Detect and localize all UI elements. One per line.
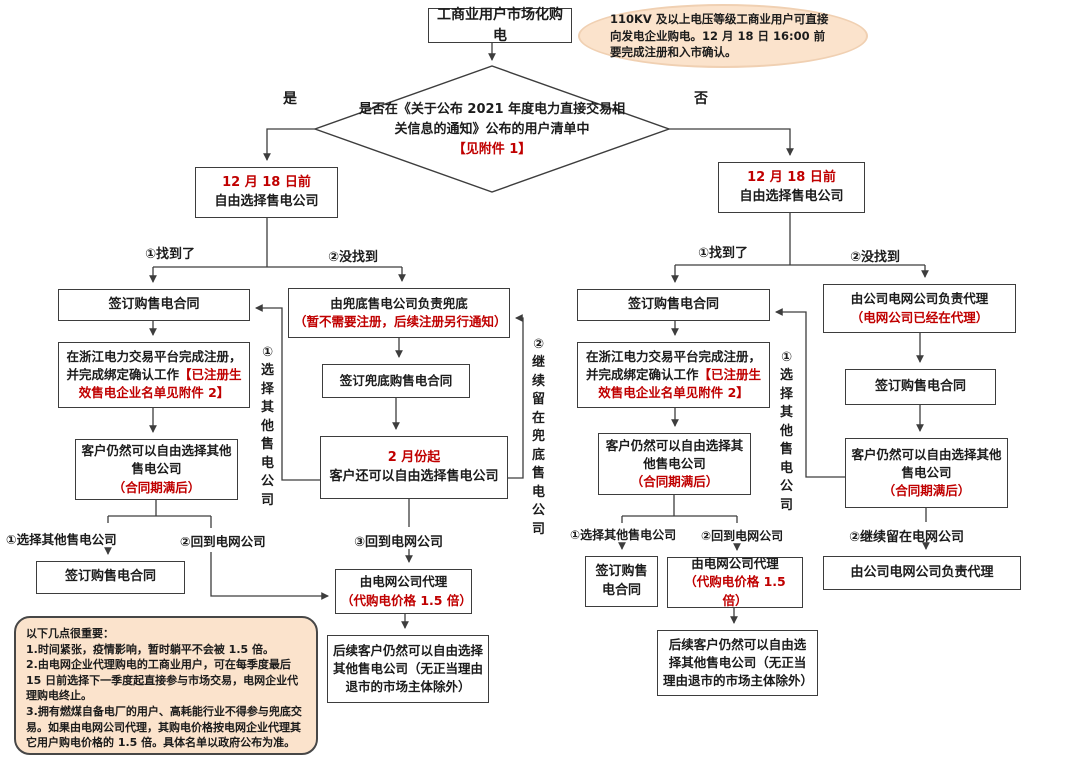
stay-grid-label: ②继续留在电网公司: [849, 530, 965, 545]
right-followup-box: 后续客户仍然可以自由选择其他售电公司（无正当理由退市的市场主体除外）: [657, 630, 818, 696]
company-agent2-text: 由公司电网公司负责代理: [850, 564, 994, 580]
right-choose-other-label: ①选择其他售电公司: [570, 528, 677, 542]
right-register-text: 在浙江电力交易平台完成注册，并完成绑定确认工作【已注册生效售电企业名单见附件 2…: [583, 348, 764, 402]
left-choose-other-label: ①选择其他售电公司: [6, 532, 117, 547]
february-red: 2 月份起: [387, 449, 441, 465]
left-free-choose-main: 客户仍然可以自由选择其他售电公司: [81, 443, 232, 477]
right-register-main: 在浙江电力交易平台完成注册，并完成绑定确认工作: [585, 348, 761, 382]
right-date-red: 12 月 18 日前: [747, 169, 836, 185]
february-box: 2 月份起 客户还可以自由选择售电公司: [320, 436, 508, 499]
left-sign-contract2-text: 签订购售电合同: [64, 569, 156, 585]
right-grid-agent-box: 由电网公司代理 （代购电价格 1.5 倍）: [667, 556, 803, 608]
voltage-callout-text: 110KV 及以上电压等级工商业用户可直接向发电企业购电。12 月 18 日 1…: [610, 12, 829, 60]
title-text: 工商业用户市场化购电: [437, 7, 563, 44]
voltage-callout: 110KV 及以上电压等级工商业用户可直接向发电企业购电。12 月 18 日 1…: [578, 4, 868, 68]
right-free-choose-red: （合同期满后）: [630, 474, 719, 490]
left-register-main: 在浙江电力交易平台完成注册，并完成绑定确认工作: [66, 348, 242, 382]
right-date-black: 自由选择售电公司: [739, 188, 844, 204]
company-agent-main: 由公司电网公司负责代理: [850, 291, 989, 307]
right-followup-text: 后续客户仍然可以自由选择其他售电公司（无正当理由退市的市场主体除外）: [663, 636, 814, 689]
right-vertical-choose-other-label: ①选择其他售电公司: [779, 350, 793, 513]
note-item-2: 2.由电网企业代理购电的工商业用户，可在每季度最后 15 日前选择下一季度起直接…: [26, 658, 299, 703]
decision-main: 是否在《关于公布 2021 年度电力直接交易相关信息的通知》公布的用户清单中: [358, 101, 626, 137]
middle-grid-agent-red: （代购电价格 1.5 倍）: [341, 592, 472, 608]
far-right-free-choose-box: 客户仍然可以自由选择其他售电公司 （合同期满后）: [845, 438, 1008, 508]
far-right-free-choose-red: （合同期满后）: [882, 483, 971, 499]
middle-followup-box: 后续客户仍然可以自由选择其他售电公司（无正当理由退市的市场主体除外）: [327, 635, 489, 703]
note-item-3: 3.拥有燃煤自备电厂的用户、高耗能行业不得参与兜底交易。如果由电网公司代理，其购…: [26, 705, 302, 750]
fallback-red: （暂不需要注册，后续注册另行通知）: [294, 314, 507, 329]
no-label: 否: [694, 91, 708, 107]
left-register-box: 在浙江电力交易平台完成注册，并完成绑定确认工作【已注册生效售电企业名单见附件 2…: [58, 342, 250, 408]
right-grid-agent-red: （代购电价格 1.5 倍）: [684, 574, 786, 608]
right-notfound-label: ②没找到: [850, 250, 901, 265]
middle-grid-agent-main: 由电网公司代理: [359, 574, 448, 590]
left-date-box: 12 月 18 日前 自由选择售电公司: [195, 167, 338, 218]
decision-text: 是否在《关于公布 2021 年度电力直接交易相关信息的通知》公布的用户清单中【见…: [357, 100, 627, 160]
left-vertical-choose-other-label: ①选择其他售电公司: [260, 345, 274, 508]
right-register-red: 【已注册生效售电企业名单见附件 2】: [598, 366, 762, 401]
middle-back-to-grid-label: ③回到电网公司: [354, 535, 444, 550]
left-sign-contract2-box: 签订购售电合同: [36, 561, 185, 594]
left-register-text: 在浙江电力交易平台完成注册，并完成绑定确认工作【已注册生效售电企业名单见附件 2…: [64, 348, 244, 402]
left-back-to-grid-label: ②回到电网公司: [180, 534, 266, 549]
right-sign-contract-box: 签订购售电合同: [577, 289, 770, 321]
yes-label: 是: [283, 91, 297, 107]
note-heading: 以下几点很重要：: [26, 627, 114, 640]
title-box: 工商业用户市场化购电: [428, 7, 572, 44]
important-note-box: 以下几点很重要： 1.时间紧张，疫情影响，暂时躺平不会被 1.5 倍。 2.由电…: [14, 616, 318, 755]
left-found-label: ①找到了: [145, 247, 196, 262]
right-date-box: 12 月 18 日前 自由选择售电公司: [718, 162, 865, 213]
right-found-label: ①找到了: [698, 246, 749, 261]
note-item-1: 1.时间紧张，疫情影响，暂时躺平不会被 1.5 倍。: [26, 642, 274, 656]
february-black: 客户还可以自由选择售电公司: [329, 468, 499, 484]
sign-fallback-contract-box: 签订兜底购售电合同: [322, 364, 470, 398]
left-free-choose-red: （合同期满后）: [112, 479, 201, 495]
left-free-choose-box: 客户仍然可以自由选择其他售电公司 （合同期满后）: [75, 439, 238, 500]
right-sign-contract2-text: 签订购售电合同: [595, 563, 648, 598]
far-right-sign-contract-text: 签订购售电合同: [874, 378, 966, 394]
middle-grid-agent-box: 由电网公司代理 （代购电价格 1.5 倍）: [335, 569, 472, 614]
decision-attachment-ref: 【见附件 1】: [452, 142, 532, 158]
left-register-red: 【已注册生效售电企业名单见附件 2】: [78, 366, 242, 401]
fallback-seller-box: 由兜底售电公司负责兜底 （暂不需要注册，后续注册另行通知）: [288, 288, 510, 338]
left-notfound-label: ②没找到: [328, 250, 379, 265]
right-register-box: 在浙江电力交易平台完成注册，并完成绑定确认工作【已注册生效售电企业名单见附件 2…: [577, 342, 770, 408]
decision-diamond: 是否在《关于公布 2021 年度电力直接交易相关信息的通知》公布的用户清单中【见…: [357, 84, 627, 176]
stay-fallback-vertical-label: ②继续留在兜底售电公司: [531, 337, 545, 537]
fallback-main: 由兜底售电公司负责兜底: [330, 295, 468, 311]
left-date-red: 12 月 18 日前: [222, 174, 311, 190]
company-agent2-box: 由公司电网公司负责代理: [823, 556, 1021, 590]
far-right-sign-contract-box: 签订购售电合同: [845, 369, 996, 405]
company-agent-box: 由公司电网公司负责代理 （电网公司已经在代理）: [823, 284, 1016, 333]
sign-fallback-contract-text: 签订兜底购售电合同: [339, 372, 453, 388]
right-sign-contract2-box: 签订购售电合同: [585, 556, 658, 607]
company-agent-red: （电网公司已经在代理）: [850, 309, 989, 325]
right-back-to-grid-label: ②回到电网公司: [701, 529, 784, 543]
right-free-choose-box: 客户仍然可以自由选择其他售电公司 （合同期满后）: [598, 433, 751, 495]
right-sign-contract-text: 签订购售电合同: [627, 296, 719, 312]
right-free-choose-main: 客户仍然可以自由选择其他售电公司: [605, 437, 744, 471]
left-sign-contract-text: 签订购售电合同: [108, 296, 200, 312]
left-date-black: 自由选择售电公司: [214, 193, 319, 209]
far-right-free-choose-main: 客户仍然可以自由选择其他售电公司: [851, 446, 1002, 480]
middle-followup-text: 后续客户仍然可以自由选择其他售电公司（无正当理由退市的市场主体除外）: [333, 642, 484, 695]
left-sign-contract-box: 签订购售电合同: [58, 289, 250, 321]
right-grid-agent-main: 由电网公司代理: [691, 556, 779, 572]
